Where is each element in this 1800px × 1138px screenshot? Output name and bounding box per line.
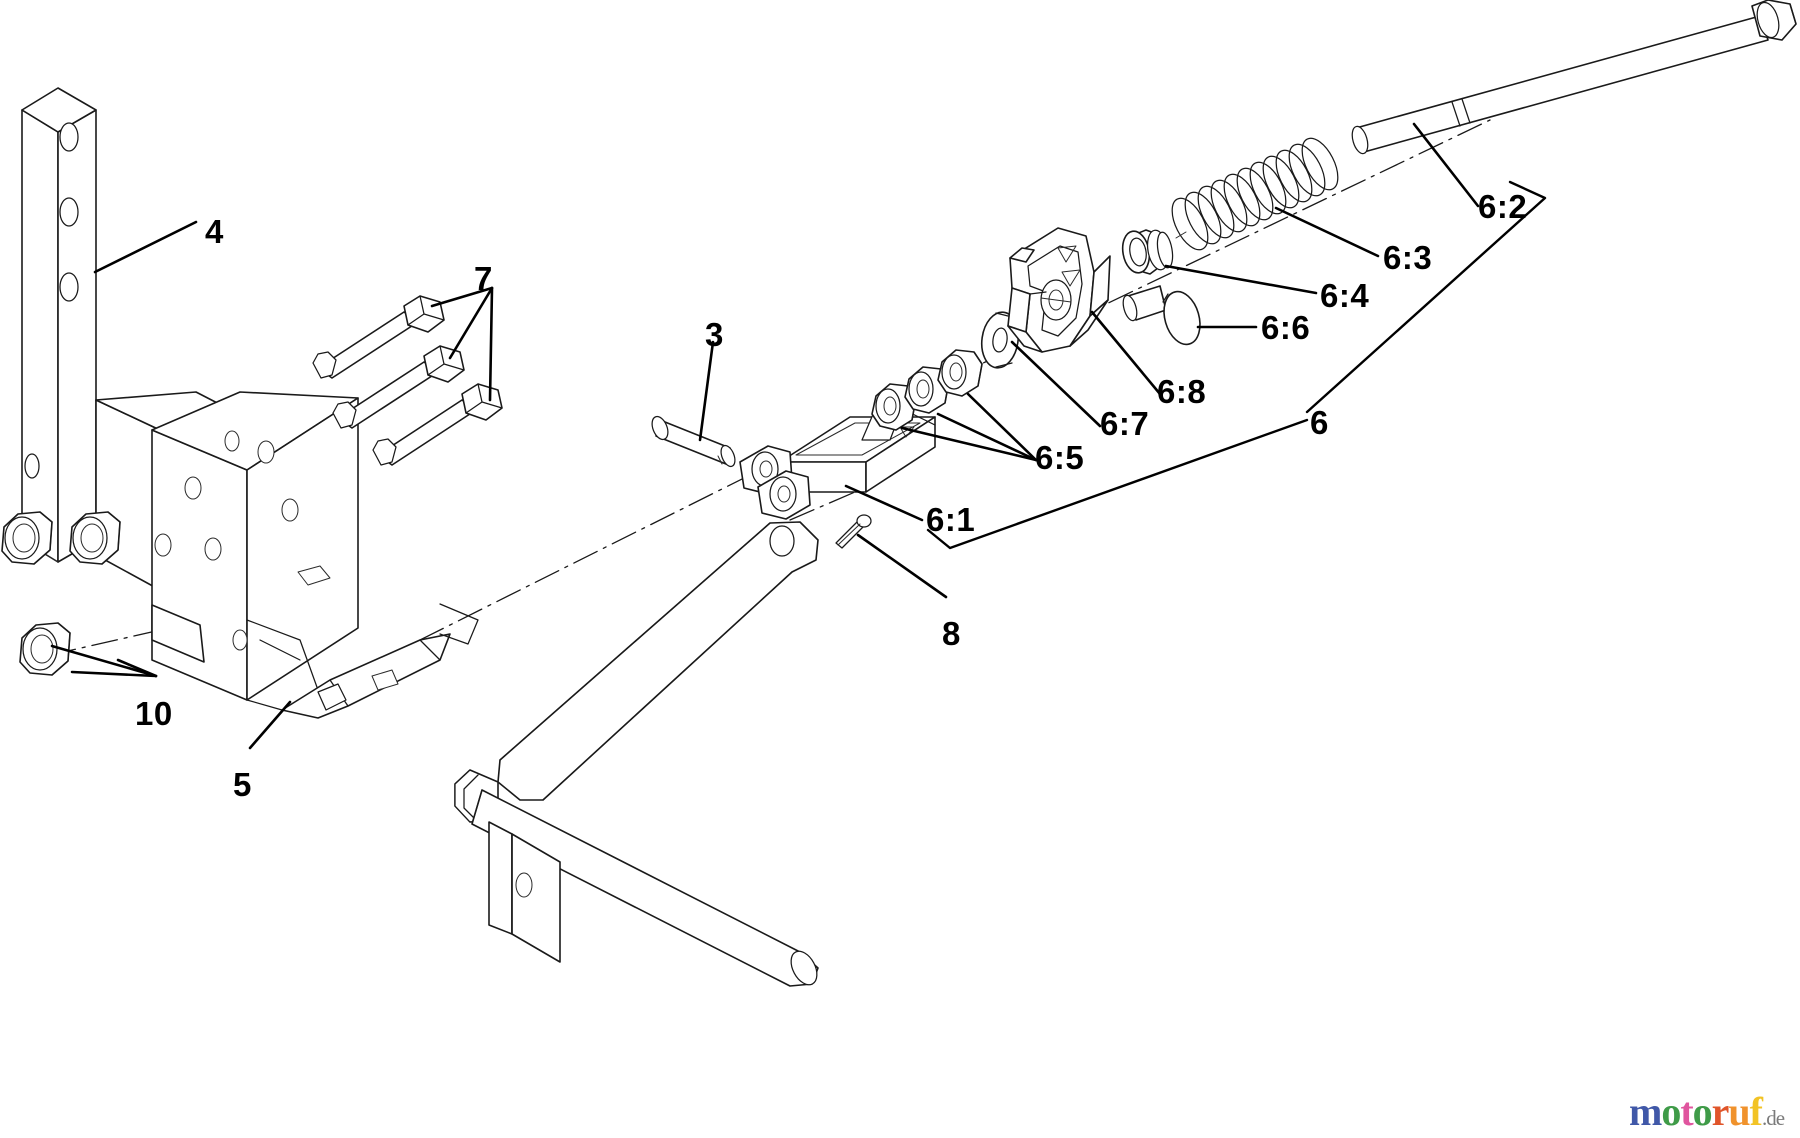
part-threaded-rod — [1351, 0, 1797, 155]
part-hex-nuts — [871, 349, 983, 431]
callout-6: 6 — [1310, 404, 1329, 441]
watermark-letter: m — [1629, 1089, 1662, 1134]
watermark-suffix: .de — [1762, 1106, 1785, 1130]
callout-8: 8 — [942, 615, 961, 652]
part-compression-spring — [1171, 137, 1339, 251]
leader-lines — [50, 122, 1547, 750]
callout-7: 7 — [474, 260, 493, 297]
part-lock-nuts — [1, 511, 121, 676]
part-cotter-pin — [835, 514, 872, 549]
callout-6-3: 6:3 — [1383, 239, 1433, 276]
part-latch-plate — [1007, 227, 1111, 353]
part-shoulder-rivet — [1122, 285, 1201, 346]
part-square-tube-post — [21, 87, 97, 563]
part-clevis-pin — [651, 415, 736, 468]
callout-6-1: 6:1 — [926, 501, 976, 538]
callout-3: 3 — [705, 316, 724, 353]
part-lever-arm — [454, 521, 819, 987]
motoruf-watermark: motoruf.de — [1629, 1089, 1785, 1134]
watermark-letter: r — [1711, 1089, 1730, 1134]
callout-5: 5 — [233, 766, 252, 803]
callout-6-5: 6:5 — [1035, 439, 1085, 476]
callout-6-6: 6:6 — [1261, 309, 1311, 346]
watermark-letter: u — [1728, 1089, 1750, 1134]
watermark-letter: o — [1661, 1089, 1681, 1134]
callout-4: 4 — [205, 213, 224, 250]
part-hex-bolts — [312, 295, 503, 466]
watermark-letter: t — [1680, 1089, 1693, 1134]
callout-6-2: 6:2 — [1478, 188, 1528, 225]
callout-6-4: 6:4 — [1320, 277, 1370, 314]
part-spring-seat-bushing — [1121, 229, 1174, 275]
callout-6-7: 6:7 — [1100, 405, 1150, 442]
callout-10: 10 — [135, 695, 173, 732]
part-flat-washer — [980, 311, 1020, 369]
callout-6-8: 6:8 — [1157, 373, 1207, 410]
watermark-letter: f — [1749, 1089, 1763, 1134]
watermark-letter: o — [1692, 1089, 1713, 1134]
